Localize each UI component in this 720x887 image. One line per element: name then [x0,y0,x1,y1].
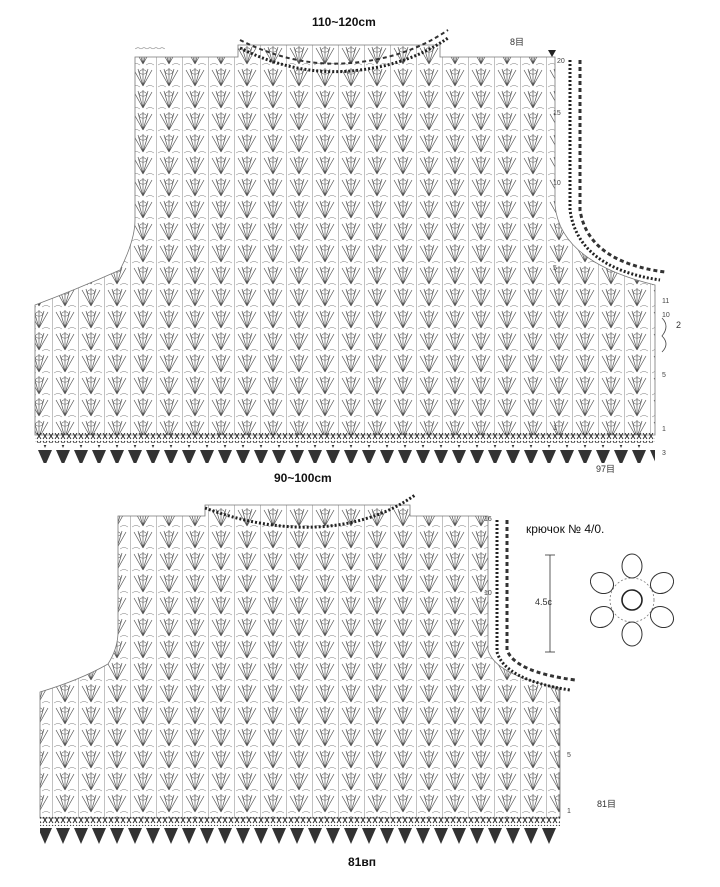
large-stitch-count: 97目 [596,464,616,474]
large-row-15: 15 [553,110,561,117]
small-row-16: 16 [484,516,492,523]
edge-row-3: 3 [662,450,666,457]
edge-row-10: 10 [662,312,670,319]
hook-size-label: крючок № 4/0. [526,522,605,536]
small-chain-count: 81вп [348,855,376,869]
large-bottom-width-label: 90~100cm [274,471,332,485]
large-width-label: 110~120cm [312,15,376,29]
large-row-5: 5 [553,265,557,272]
repeat-marker: 2 [676,320,682,330]
small-row-1: 1 [567,808,571,815]
large-row-1: 1 [553,425,557,432]
edge-row-1: 1 [662,426,666,433]
large-back-panel: ⌒⌒⌒⌒⌒ [34,29,666,463]
edge-row-11: 11 [662,298,670,305]
small-row-10: 10 [484,590,492,597]
large-row-20: 20 [557,58,565,65]
edge-row-5: 5 [662,372,666,379]
large-row-10: 10 [553,180,561,187]
edge-stitch-count: 8目 [510,37,525,47]
flower-motif [545,553,675,653]
small-front-panel [39,493,576,846]
small-stitch-count: 81目 [597,799,617,809]
small-row-5: 5 [567,752,571,759]
motif-size-label: 4.5c [535,597,553,607]
svg-text:⌒⌒⌒⌒⌒: ⌒⌒⌒⌒⌒ [135,48,165,55]
